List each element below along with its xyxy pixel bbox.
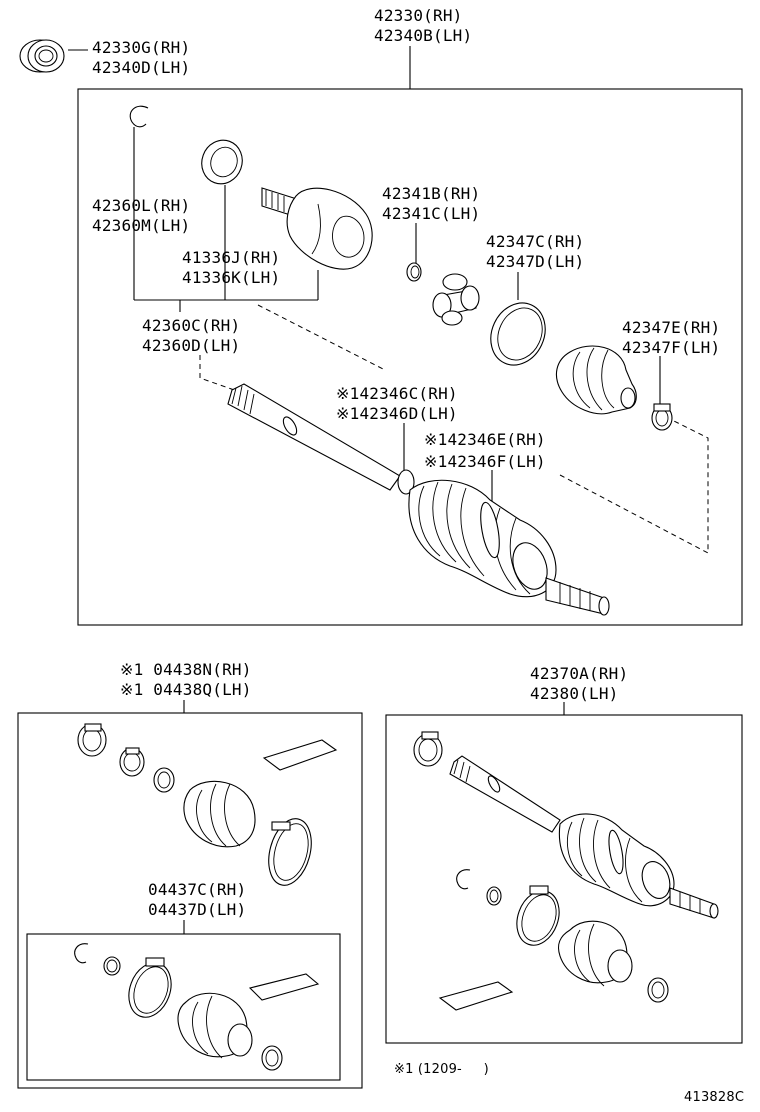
label-clamp-lh: 42347D(LH) [486,252,585,271]
label-shaft-rh: 42360C(RH) [142,316,241,335]
label-complete-rh: 42370A(RH) [530,664,629,683]
label-dust-seal-lh: 41336K(LH) [182,268,281,287]
clamp-band-part [490,302,546,366]
cv-joint-assembly [408,479,610,616]
dust-seal-part [201,139,243,185]
boot-part [555,345,637,415]
tripod-joint-part [432,273,480,326]
seal-part [19,39,65,73]
figure-id: 413828C [684,1090,745,1105]
label-outer-kit-rh: 04437C(RH) [148,880,247,899]
label-shaft-assy-lh: 42340B(LH) [374,26,473,45]
label-inner-boot-lh: ※142346D(LH) [336,404,458,423]
boot-kit-parts [77,723,338,886]
label-seal-lh: 42340D(LH) [92,58,191,77]
label-complete-lh: 42380(LH) [530,684,619,703]
label-shaft-lh: 42360D(LH) [142,336,241,355]
small-clamp-part [651,403,673,431]
label-clamp-rh: 42347C(RH) [486,232,585,251]
label-shaft-assy-rh: 42330(RH) [374,6,463,25]
label-outer-boot-rh: ※142346E(RH) [424,430,546,449]
label-inner-boot-rh: ※142346C(RH) [336,384,458,403]
dashed-leaders [199,304,709,554]
label-inboard-joint-rh: 42360L(RH) [92,196,191,215]
outer-kit-parts [74,943,320,1071]
snap-ring-part [129,105,149,128]
label-boot-clamp-rh: 42347E(RH) [622,318,721,337]
label-boot-clamp-lh: 42347F(LH) [622,338,721,357]
small-snap-ring-part [406,262,422,282]
label-outer-boot-lh: ※142346F(LH) [424,452,546,471]
axle-shaft-part [227,383,415,495]
leader-lines [68,46,661,934]
label-boot-kit-rh: ※1 04438N(RH) [120,660,252,679]
boot-kit-frame [17,712,363,1089]
label-snap-ring-rh: 42341B(RH) [382,184,481,203]
label-boot-kit-lh: ※1 04438Q(LH) [120,680,252,699]
label-inboard-joint-lh: 42360M(LH) [92,216,191,235]
label-dust-seal-rh: 41336J(RH) [182,248,281,267]
footnote: ※1 (1209- ) [394,1062,489,1077]
complete-shaft-frame [385,714,743,1044]
label-snap-ring-lh: 42341C(LH) [382,204,481,223]
inboard-joint-part [261,187,373,270]
label-seal-rh: 42330G(RH) [92,38,191,57]
complete-shaft-parts [413,731,719,1011]
label-outer-kit-lh: 04437D(LH) [148,900,247,919]
